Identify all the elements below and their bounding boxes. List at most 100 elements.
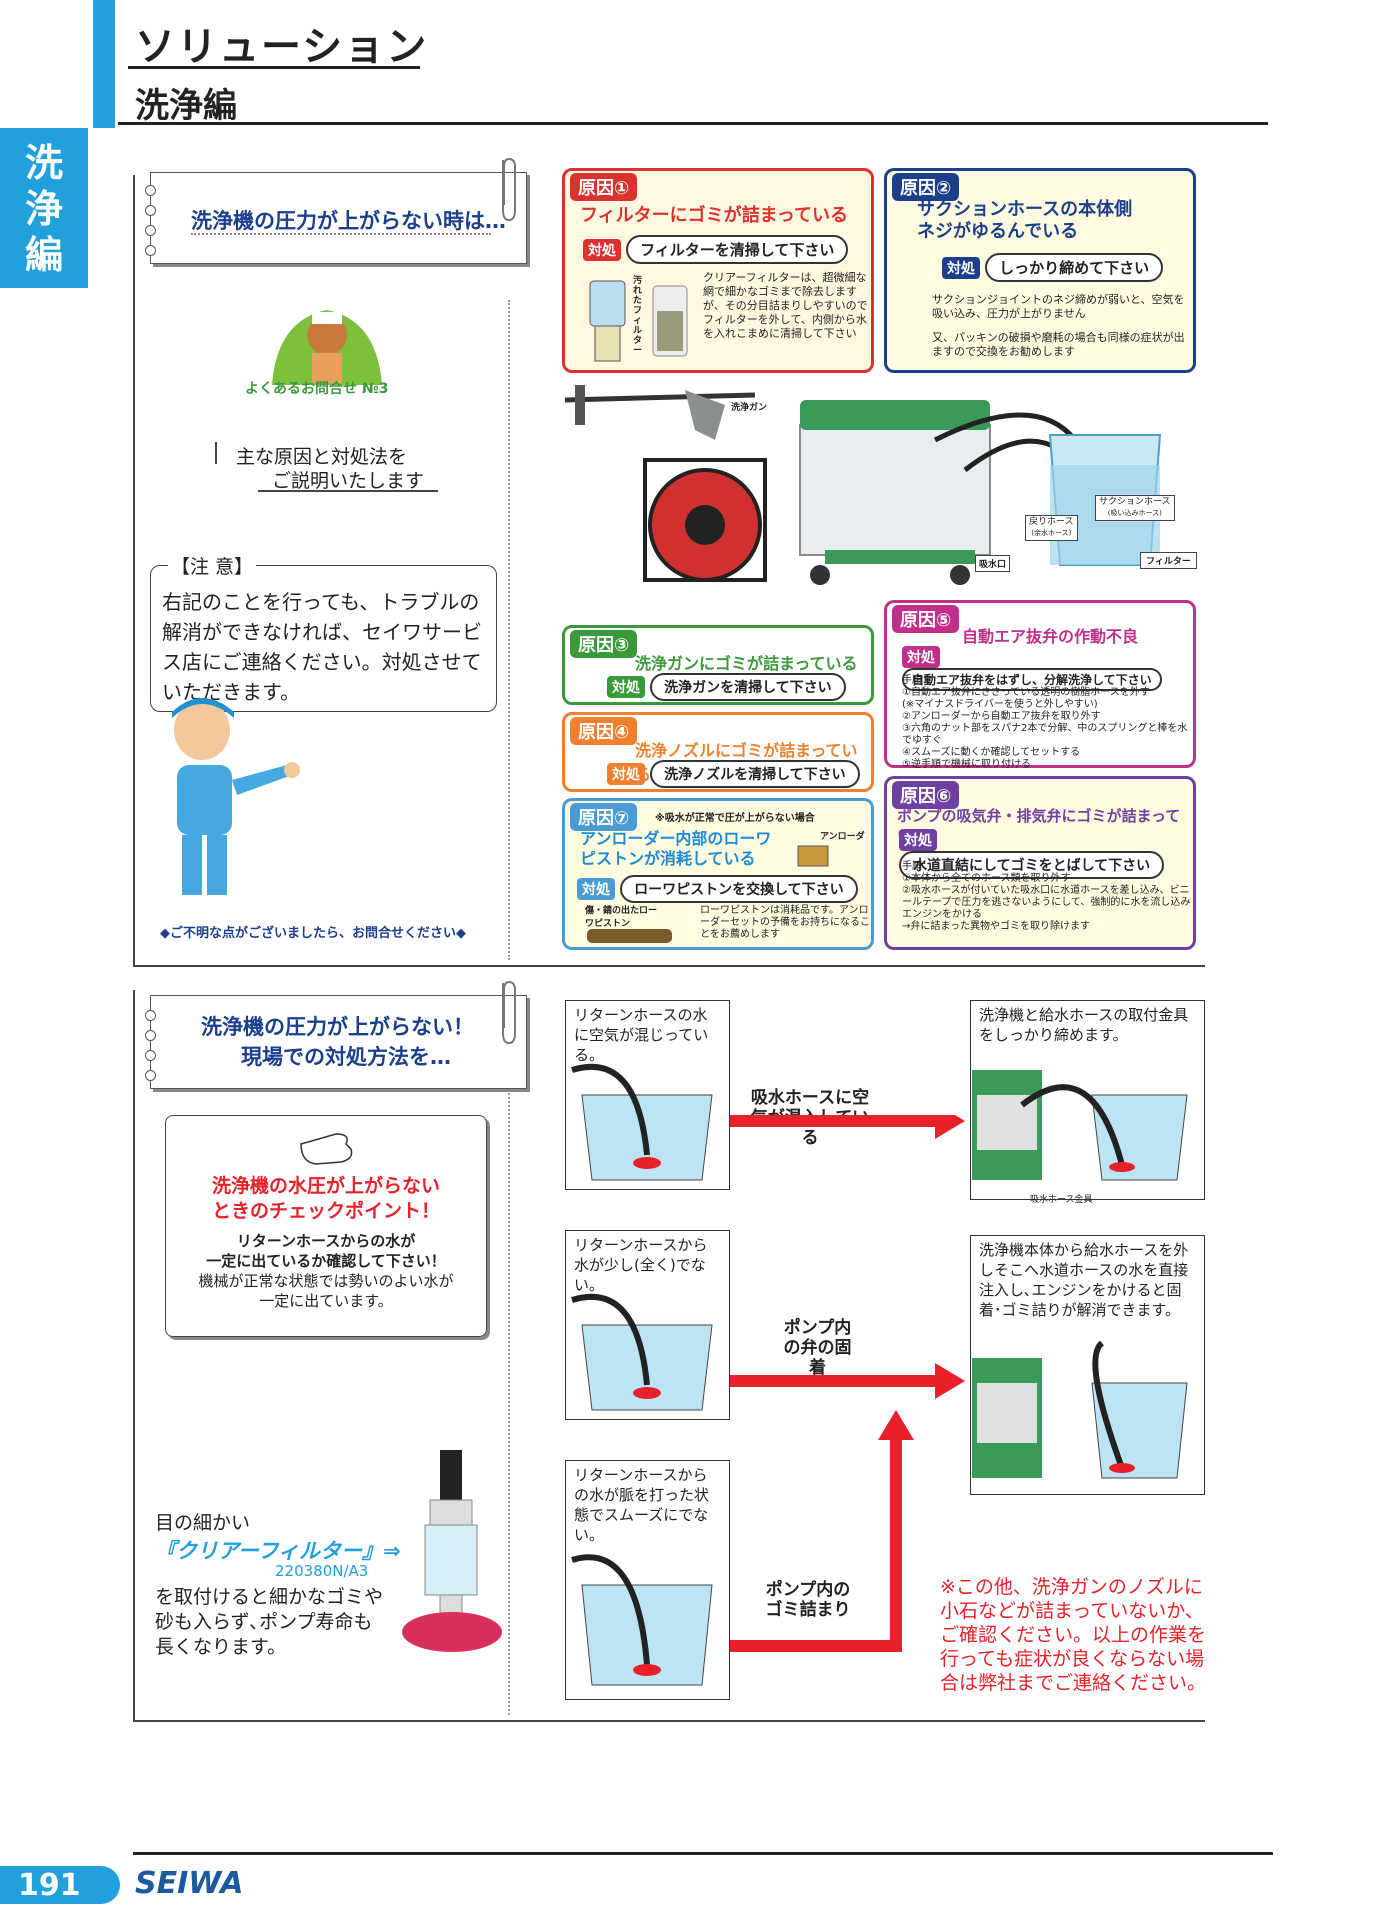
step-item: ①本体から全てのホース類を取り外す [902, 873, 1071, 884]
step-item: ③六角のナット部をスパナ2本で分解、中のスプリングと棒を水でゆすぐ [902, 723, 1188, 746]
label-text: 戻りホース [1029, 517, 1074, 527]
step-item: ②アンローダーから自動エア抜弁を取り外す [902, 711, 1101, 722]
note-title: 洗浄機の圧力が上がらない時は… [191, 209, 506, 233]
action-pill: しっかり締めて下さい [985, 253, 1164, 282]
binder-ring [145, 205, 156, 216]
side-tab: 洗浄編 [0, 128, 88, 288]
checkpoint-box: 洗浄機の水圧が上がらない ときのチェックポイント！ リターンホースからの水が 一… [165, 1115, 487, 1337]
cause-label: 原因⑦ [570, 803, 638, 831]
cause-title: 自動エア抜弁の作動不良 [962, 627, 1139, 646]
clear-filter-icon [402, 1450, 502, 1652]
label-intake: 吸水口 [975, 555, 1011, 572]
step-item: →弁に詰まった異物やゴミを取り除けます [902, 921, 1090, 932]
divider-dotted [508, 300, 510, 960]
step-item: 手順： [902, 675, 932, 686]
taisho-label: 対処 [583, 239, 621, 261]
taisho-label: 対処 [607, 676, 645, 698]
fitting-label: 吸水ホース金具 [1030, 1195, 1093, 1205]
step-item: 手順： [902, 861, 932, 872]
action-pill: 洗浄ガンを清掃して下さい [650, 673, 846, 701]
page-number-tab [0, 1866, 120, 1904]
note-underline [191, 233, 491, 235]
cause-title: アンローダー内部のローワピストンが消耗している [580, 829, 772, 868]
note-title-1: 洗浄機の圧力が上がらない！ [201, 1015, 474, 1039]
cause-box-4: 原因④ 洗浄ノズルにゴミが詰まっている 対処 洗浄ノズルを清掃して下さい [562, 712, 874, 792]
footer-note: ◆ご不明な点がございましたら、お問合せください◆ [160, 926, 466, 941]
page-title: ソリューション [135, 24, 429, 70]
cause-label-2: ポンプ内の弁の固着 [783, 1318, 852, 1378]
symptom-text: リターンホースの水に空気が混じっている。 [574, 1006, 709, 1064]
taisho-label: 対処 [607, 763, 645, 785]
header-rule [118, 122, 1268, 125]
intro-line-1: 主な原因と対処法を [236, 446, 408, 468]
section1-frame [133, 175, 1205, 967]
binder-ring [145, 1050, 156, 1061]
label-gun: 洗浄ガン [731, 403, 768, 413]
cause-box-2: 原因② サクションホースの本体側ネジがゆるんでいる 対処 しっかり締めて下さい … [884, 168, 1196, 373]
pointing-hand-icon [300, 1133, 353, 1165]
step-item: ①自動エア抜弁にささっている透明の樹脂ホースを外す [902, 687, 1150, 698]
header-accent-bar [93, 0, 115, 128]
dirty-filter-icon [652, 285, 688, 357]
cause-label: 原因③ [570, 630, 638, 658]
filter-text-post: を取付けると細かなゴミや砂も入らず､ポンプ寿命も長くなります。 [155, 1586, 384, 1658]
checkpoint-title-line: ときのチェックポイント！ [211, 1200, 440, 1222]
divider-dotted [508, 1080, 510, 1715]
cause-title: サクションホースの本体側ネジがゆるんでいる [917, 199, 1133, 242]
fix-text: 洗浄機と給水ホースの取付金具をしっかり締めます。 [979, 1006, 1189, 1044]
footer-rule [133, 1852, 1273, 1855]
machine-bucket-illustration [972, 1340, 1188, 1479]
caution-label: 【注 意】 [168, 552, 257, 579]
binder-ring [145, 1070, 156, 1081]
cause-text: クリアーフィルターは、超微細な網で細かなゴミまで除去しますが、その分目詰まりしや… [703, 271, 868, 340]
label-filter: フィルター [1140, 552, 1197, 569]
taisho-label: 対処 [942, 257, 980, 279]
cause-label: 原因② [892, 173, 960, 201]
binder-ring [145, 245, 156, 256]
label-subtext: (余水ホース) [1031, 529, 1072, 537]
page-number: 191 [18, 1868, 81, 1903]
step-item: ②吸水ホースが付いていた吸水口に水道ホースを差し込み、ビニールテープで圧力を逃さ… [902, 885, 1191, 920]
cause-title: フィルターにゴミが詰まっている [580, 205, 849, 226]
taisho-label: 対処 [577, 878, 615, 900]
brand-logo: SEIWA [135, 1866, 244, 1901]
paperclip-icon [502, 157, 516, 222]
filter-name: 『クリアーフィルター』⇒ [155, 1539, 401, 1563]
cause-title: 洗浄ガンにゴミが詰まっている [635, 654, 858, 673]
cause-box-1: 原因① フィルターにゴミが詰まっている 対処 フィルターを清掃して下さい 汚れた… [562, 168, 874, 373]
cause-label: 原因④ [570, 717, 638, 745]
checkpoint-line: リターンホースからの水が [236, 1232, 416, 1250]
title-underline [128, 66, 420, 69]
filter-text-pre: 目の細かい [155, 1512, 251, 1534]
taisho-label: 対処 [899, 829, 937, 851]
machine-bucket-illustration [972, 1070, 1188, 1181]
symptom-text: リターンホースから水が少し(全く)でない。 [574, 1236, 708, 1294]
cause-box-6: 原因⑥ ポンプの吸気弁・排気弁にゴミが詰まっている 対処 水道直結にしてゴミをと… [884, 776, 1196, 950]
steps-list: 手順：①自動エア抜弁にささっている透明の樹脂ホースを外す(※マイナスドライバーを… [902, 675, 1192, 771]
side-label: 傷・錆の出たローワピストン [585, 906, 658, 929]
intro-line-2: ご説明いたします [272, 470, 425, 492]
cause-note: ※吸水が正常で圧が上がらない場合 [655, 813, 815, 824]
bucket-illustration [571, 1063, 713, 1181]
checkpoint-line: 一定に出ているか確認して下さい！ [206, 1252, 446, 1270]
checkpoint-line: 一定に出ています。 [259, 1292, 393, 1310]
section2-note: 洗浄機の圧力が上がらない！ 現場での対処方法を… [145, 995, 527, 1089]
checkpoint-title-line: 洗浄機の水圧が上がらない [211, 1175, 440, 1197]
cause-text-1: サクションジョイントのネジ締めが弱いと、空気を吸い込み、圧力が上がりません [932, 293, 1185, 320]
bracket [215, 442, 217, 464]
cause-label: 原因⑤ [892, 605, 960, 633]
binder-ring [145, 1030, 156, 1041]
label-return-hose: 戻りホース (余水ホース) [1025, 515, 1078, 541]
checkpoint-text: リターンホースからの水が 一定に出ているか確認して下さい！ 機械が正常な状態では… [166, 1231, 486, 1311]
faq-label: よくあるお問合せ №3 [245, 381, 389, 397]
cause-label: 原因① [570, 173, 638, 201]
taisho-label: 対処 [902, 646, 940, 668]
caution-box [150, 565, 497, 712]
warning-text: ※この他、洗浄ガンのノズルに小石などが詰まっていないか、ご確認ください。以上の作… [940, 1576, 1207, 1694]
action-pill: フィルターを清掃して下さい [626, 235, 849, 264]
note-title-2: 現場での対処方法を… [241, 1045, 451, 1069]
binder-ring [145, 225, 156, 236]
bucket-illustration [571, 1293, 713, 1411]
cause-label: 原因⑥ [892, 781, 960, 809]
flow-arrows [730, 1115, 965, 1652]
